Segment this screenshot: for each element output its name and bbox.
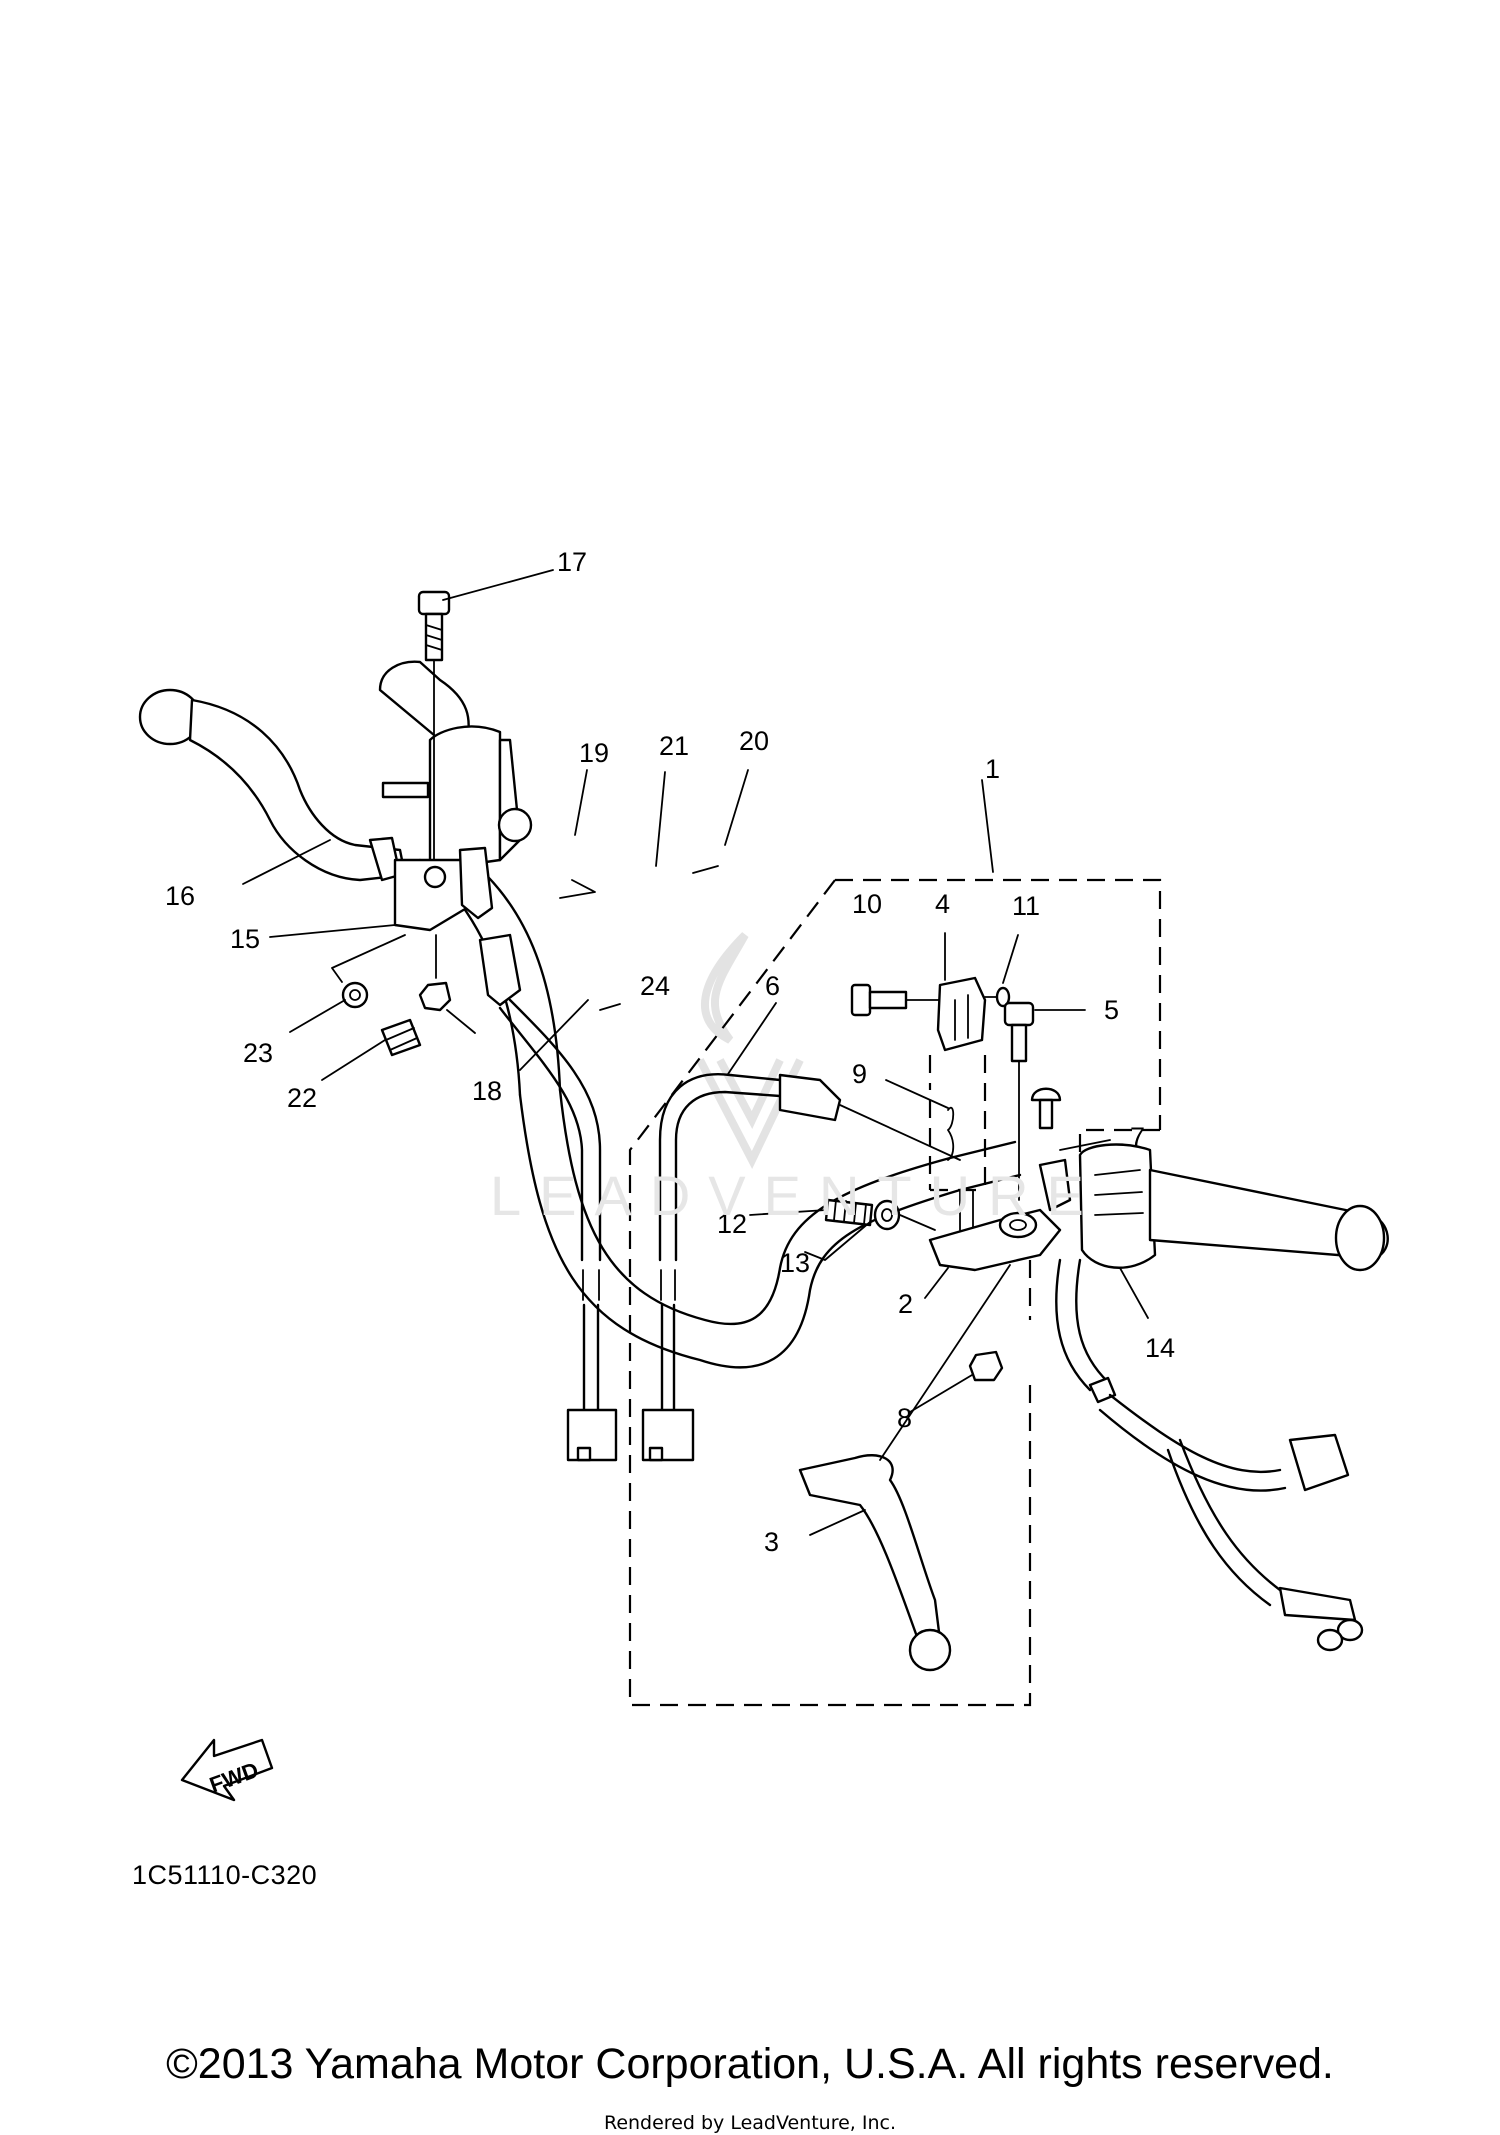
adjuster-12 (824, 1198, 874, 1227)
callout-15: 15 (230, 924, 260, 954)
spring-9 (947, 1106, 955, 1161)
callout-18: 18 (472, 1076, 502, 1106)
copyright-notice: ©2013 Yamaha Motor Corporation, U.S.A. A… (166, 2040, 1334, 2088)
callout-13: 13 (780, 1248, 810, 1278)
callout-7: 7 (1130, 1122, 1145, 1152)
bolt-5-shank (1010, 1023, 1028, 1063)
watermark-logo (696, 932, 804, 1169)
bolt-10-head (850, 983, 872, 1017)
callout-19: 19 (579, 738, 609, 768)
bolt-22 (380, 1018, 422, 1057)
callout-8: 8 (897, 1403, 912, 1433)
callout-2: 2 (898, 1289, 913, 1319)
left-lever-assembly (138, 590, 533, 932)
screw-7-head (1030, 1087, 1062, 1102)
washer-23 (341, 981, 369, 1009)
nut-18 (418, 981, 452, 1012)
callout-5: 5 (1104, 995, 1119, 1025)
callout-24: 24 (640, 971, 670, 1001)
assembly-1-boundary (628, 878, 1162, 1707)
callout-11: 11 (1012, 891, 1040, 921)
callout-4: 4 (935, 889, 950, 919)
nut-13 (873, 1199, 901, 1231)
cable-24-end (478, 933, 522, 1007)
diagram-code: 1C51110-C320 (132, 1860, 318, 1890)
watermark-text: LEADVENTURE (490, 1164, 1102, 1227)
switch-14-connector (1288, 1433, 1350, 1492)
brake-lever-ball (908, 1628, 952, 1672)
fwd-arrow-icon: FWD (180, 1738, 274, 1802)
left-adjuster-bolt (381, 781, 430, 799)
left-small-parts (331, 934, 452, 1057)
callout-1: 1 (985, 754, 1000, 784)
callout-9: 9 (852, 1059, 867, 1089)
callout-10: 10 (852, 889, 882, 919)
callout-labels: 17 16 15 19 21 20 24 6 23 22 18 1 10 4 1… (165, 547, 1175, 1557)
callout-16: 16 (165, 881, 195, 911)
right-switch-grip (1055, 1143, 1389, 1652)
left-cable-holder (458, 846, 494, 920)
callout-3: 3 (764, 1527, 779, 1557)
callout-20: 20 (739, 726, 769, 756)
brake-lever-3 (798, 1454, 942, 1647)
bolt-17-head (417, 590, 451, 616)
cable-6-switch (778, 1073, 842, 1122)
circlip-11 (995, 986, 1011, 1008)
cable-24-connector (566, 1408, 618, 1462)
bolt-10-shank (868, 990, 908, 1010)
callout-22: 22 (287, 1083, 317, 1113)
nut-8 (968, 1350, 1004, 1382)
callout-21: 21 (659, 731, 689, 761)
callout-17: 17 (557, 547, 587, 577)
left-housing-boss (497, 807, 533, 843)
left-bracket (393, 858, 482, 932)
bolt-5-head (1003, 1001, 1035, 1027)
render-credit: Rendered by LeadVenture, Inc. (603, 2112, 897, 2134)
clutch-cable-24 (478, 933, 618, 1462)
switch-4 (936, 976, 987, 1052)
leader-lines (242, 569, 1149, 1536)
callout-12: 12 (717, 1209, 747, 1239)
screw-7-shank (1038, 1098, 1054, 1130)
cable-6 (641, 1073, 961, 1462)
right-lever-assembly (798, 976, 1072, 1672)
callout-14: 14 (1145, 1333, 1175, 1363)
callout-23: 23 (243, 1038, 273, 1068)
callout-6: 6 (765, 971, 780, 1001)
